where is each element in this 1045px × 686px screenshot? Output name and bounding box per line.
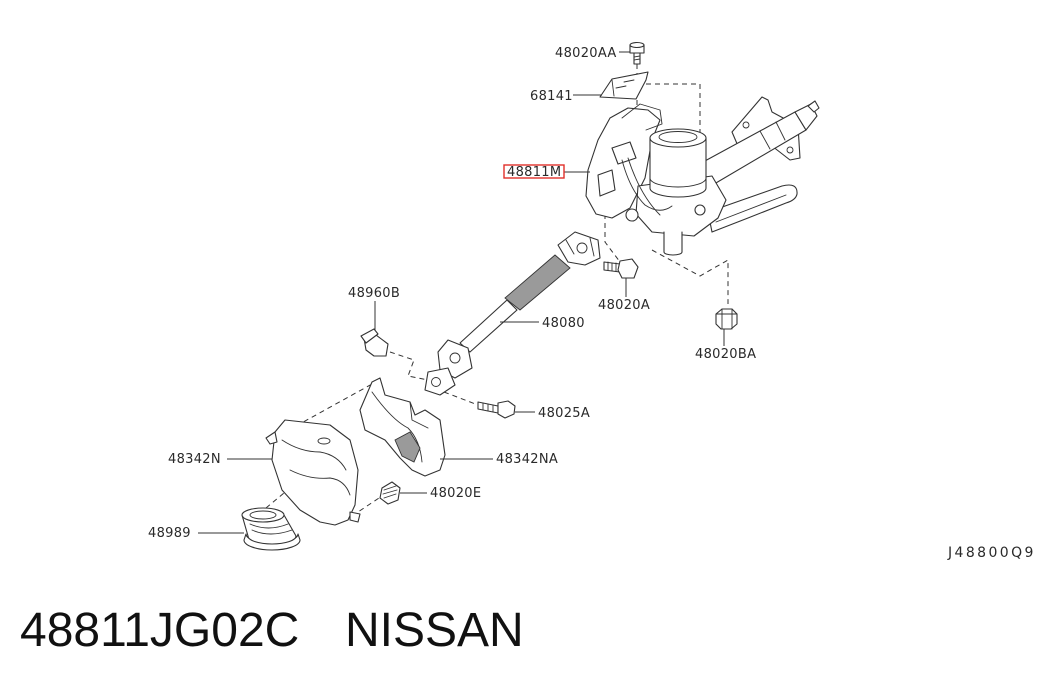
cover-shell [271,419,359,526]
callout-cover-lower: 48342N [168,452,221,467]
clip-body [379,481,401,505]
column-tube-rings [759,121,786,150]
callout-bolt-column: 48020A [598,298,650,313]
bolt-thread [482,402,494,413]
bolt-head [497,400,516,419]
lower-yoke-clamp [424,367,456,396]
cover-shell [359,377,446,477]
part-number-caption: 48811JG02C [20,604,300,657]
column-seal [241,507,301,551]
bracket-slots [611,79,635,97]
assist-motor-band [649,177,707,188]
callout-bolt-shaft: 48025A [538,406,590,421]
assist-motor-body [649,137,707,198]
wire-harness [621,157,673,216]
column-bracket [599,71,649,100]
mount-hole [742,121,750,129]
bolt-head-top [629,41,645,49]
callout-cover-upper: 48342NA [496,452,558,467]
leader-lines [198,51,725,534]
intermediate-shaft [424,231,601,396]
guide-bushing-to-shaft [389,351,429,381]
lower-column-cover [265,419,361,526]
seal-opening [249,510,277,520]
nut-body [715,308,738,330]
seal-rim [241,507,285,523]
upper-joint-yoke [565,237,595,257]
cover-clip [379,481,401,505]
cover-inner-face [394,431,421,463]
column-nut [715,308,738,330]
shaft-bolt [477,400,516,419]
lower-joint-cross [449,352,461,364]
bolt-thread [607,261,617,272]
callout-clip: 48020E [430,486,481,501]
callout-labels: 48020AA 68141 48811M 48960B 48080 48020A… [148,46,1036,561]
mounting-boss [694,204,706,216]
assembly-guide-lines [265,64,729,517]
diagram-reference-code: J48800Q9 [947,545,1036,561]
output-shaft [663,231,683,256]
bracket-plate [599,71,649,100]
callout-bushing: 48960B [348,286,400,301]
cover-contour [281,439,351,496]
guide-yoke-to-bolt [443,391,479,406]
housing-connector [597,169,616,197]
seal-folds [249,523,293,535]
mount-hole [786,146,794,154]
bolt-shank [633,51,641,65]
highlight-box [503,164,565,179]
guide-column-to-bolt [604,214,621,263]
callout-bracket: 68141 [530,89,573,104]
brand-caption: NISSAN [345,604,524,657]
cover-tab [349,511,361,523]
cover-tab [265,431,278,445]
callout-intermediate-shaft: 48080 [542,316,585,331]
tilt-lever [707,184,798,233]
column-bolt [603,258,639,279]
upper-shaft [794,103,818,131]
guide-covers-top [295,383,373,427]
housing-connector [611,141,637,165]
callout-seal: 48989 [148,526,191,541]
bolt-head [617,258,639,279]
top-bolt [629,41,645,65]
clip-ridges [382,485,398,499]
guide-covers-bottom [351,495,383,517]
callout-nut: 48020BA [695,347,756,362]
assist-motor-cap [658,131,698,143]
steering-column-assembly [585,96,820,256]
bushing-flange [360,328,379,344]
upper-tube [504,254,571,311]
housing-upper-bracket [621,103,663,131]
seal-boot [241,514,297,545]
cover-hole [317,437,331,445]
mounting-boss [625,208,639,222]
cover-edge [371,391,429,463]
upper-joint-cross [576,242,588,254]
guide-column-to-nut [651,249,729,304]
tilt-lever-edge [715,194,787,223]
upper-shaft-spline [807,100,820,113]
clamp-hole [431,377,441,387]
bolt-thread [633,55,641,61]
guide-bracket-side [646,83,701,132]
lower-tube [459,299,518,353]
callout-column-assembly: 48811M [507,165,561,180]
nut-face [715,308,738,330]
upper-column-cover [359,377,446,477]
callout-bolt-top: 48020AA [555,46,617,61]
upper-universal-joint [557,231,601,266]
shaft-bushing [360,328,389,357]
